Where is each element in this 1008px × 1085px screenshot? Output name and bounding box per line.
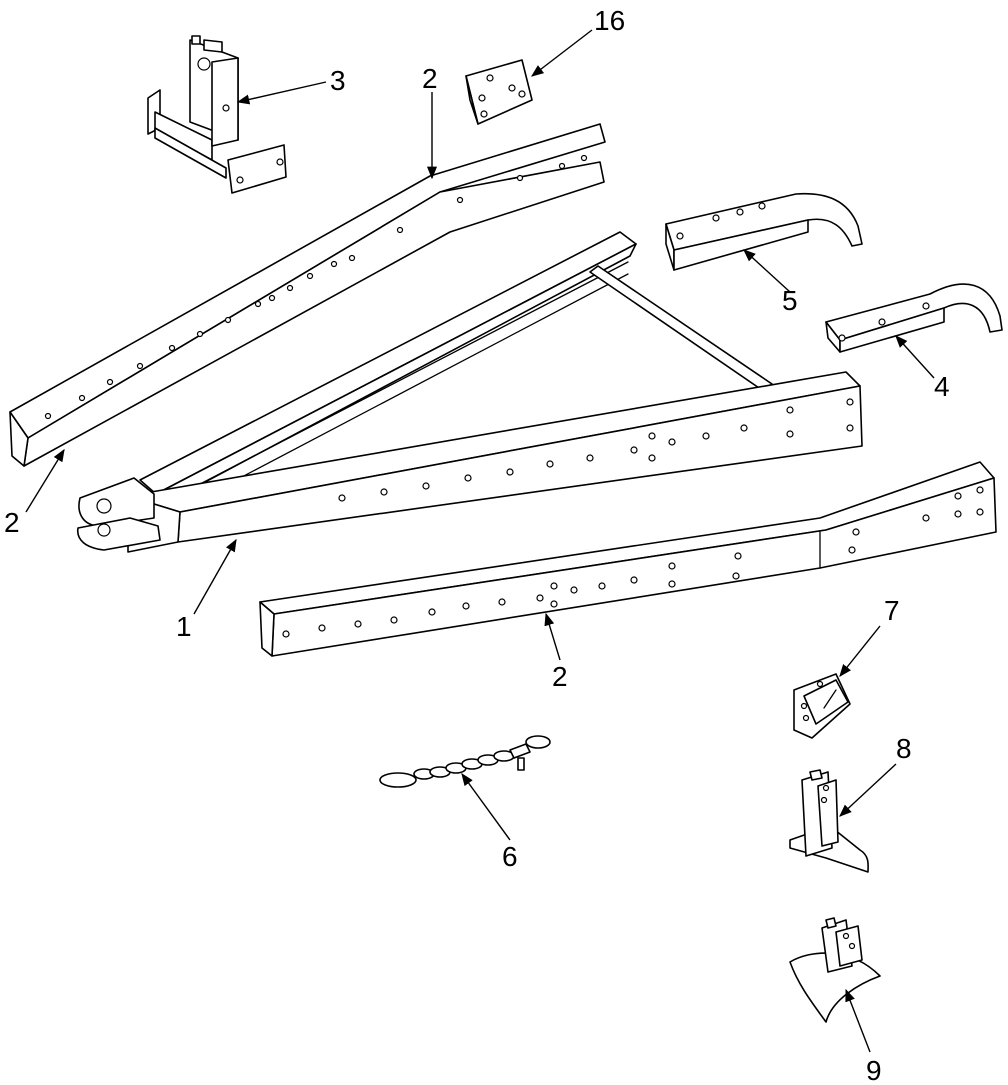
callout-2-bottom: 2 — [552, 661, 568, 692]
part-8-stand — [789, 769, 869, 873]
part-6-chain — [379, 735, 551, 788]
part-4-fender — [825, 283, 1003, 353]
callout-2-left: 2 — [4, 507, 20, 538]
part-3-stand — [147, 35, 287, 194]
callout-16: 16 — [594, 5, 625, 36]
callout-3: 3 — [330, 65, 346, 96]
part-7-bracket — [793, 673, 851, 739]
part-5-fender — [665, 192, 863, 271]
callout-6: 6 — [502, 841, 518, 872]
callout-labels: 16 3 2 2 5 4 1 2 7 8 6 9 — [4, 5, 950, 1085]
callout-1: 1 — [176, 611, 192, 642]
part-1-a-frame — [77, 231, 863, 553]
frame-holes — [338, 398, 854, 502]
lower-beam-holes — [282, 486, 984, 638]
callout-9: 9 — [866, 1055, 882, 1085]
callout-8: 8 — [896, 733, 912, 764]
callout-4: 4 — [934, 371, 950, 402]
beam-holes — [44, 154, 588, 420]
callout-5: 5 — [782, 285, 798, 316]
part-2-lower-beam — [259, 461, 997, 657]
callout-7: 7 — [884, 595, 900, 626]
part-16-bracket — [465, 59, 533, 125]
callout-2-top: 2 — [422, 63, 438, 94]
part-9-stand — [789, 917, 881, 1023]
leader-lines — [25, 29, 935, 1053]
